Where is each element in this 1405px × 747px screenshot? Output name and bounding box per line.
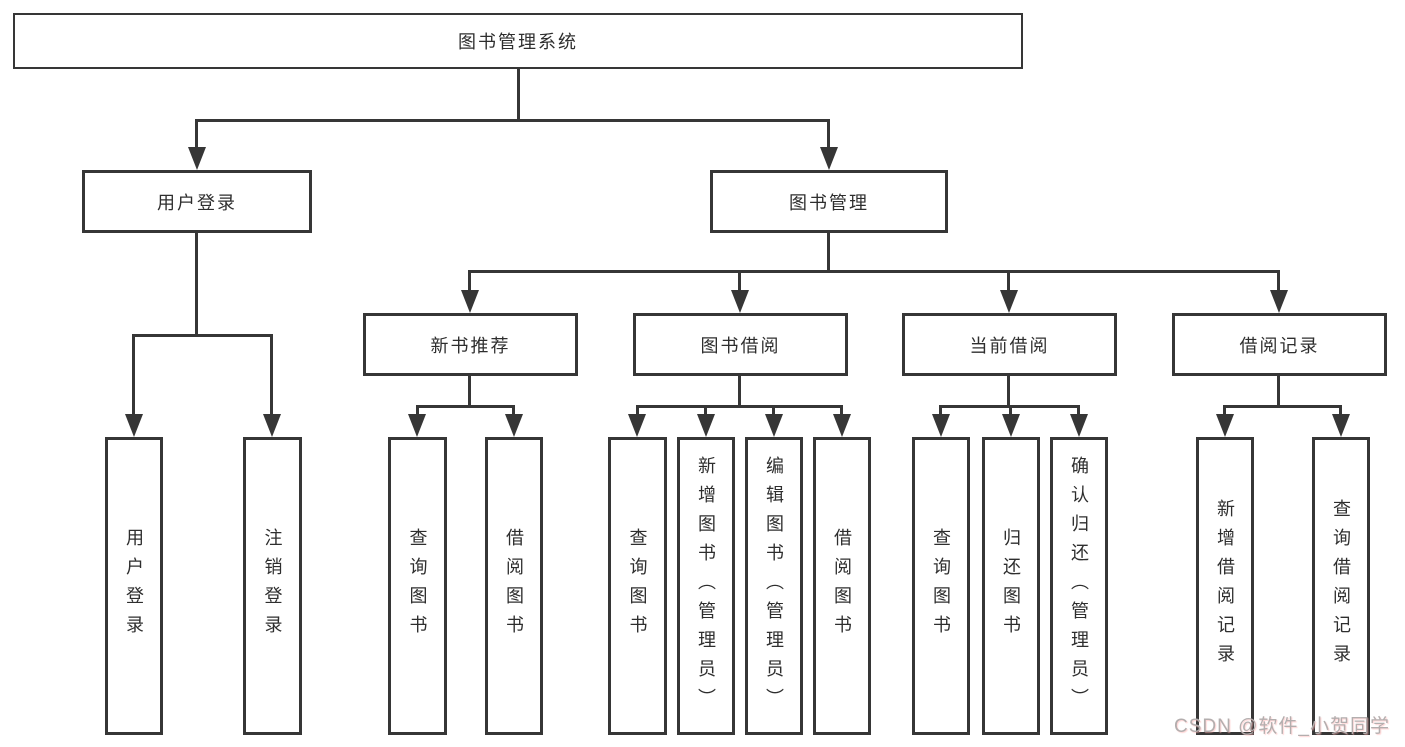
edge-leaf-drop — [704, 405, 707, 417]
edge-book-mgmt-drop — [827, 119, 830, 149]
node-borrow-records: 借阅记录 — [1172, 313, 1387, 376]
edge-newbook-subbranch — [416, 405, 515, 408]
edge-borrowrecord-stem — [1277, 376, 1280, 408]
edge-leaf-drop — [416, 405, 419, 417]
edge-leaf-drop — [772, 405, 775, 417]
leaf-query-borrow-record: 查询借阅记录 — [1312, 437, 1370, 735]
leaf-add-borrow-record: 新增借阅记录 — [1196, 437, 1254, 735]
node-root-system: 图书管理系统 — [13, 13, 1023, 69]
leaf-confirm-return-admin-label: 确认归还（管理员） — [1069, 455, 1089, 717]
edge-bookborrow-subbranch — [636, 405, 843, 408]
arrow-down — [461, 290, 479, 313]
arrow-down — [820, 147, 838, 170]
leaf-return-books-label: 归还图书 — [1001, 528, 1021, 644]
edge-user-login-drop — [195, 119, 198, 149]
leaf-confirm-return-admin: 确认归还（管理员） — [1050, 437, 1108, 735]
leaf-edit-books-admin-label: 编辑图书（管理员） — [764, 455, 784, 717]
leaf-add-borrow-record-label: 新增借阅记录 — [1215, 499, 1235, 673]
arrow-down — [1070, 414, 1088, 437]
node-borrow-records-label: 借阅记录 — [1239, 335, 1320, 356]
edge-user-login-subbranch — [132, 334, 273, 337]
arrow-down — [1270, 290, 1288, 313]
edge-currentborrow-stem — [1007, 376, 1010, 408]
leaf-borrow-books-label: 借阅图书 — [832, 528, 852, 644]
leaf-newbook-borrow-books-label: 借阅图书 — [504, 528, 524, 644]
edge-leaf-drop — [1077, 405, 1080, 417]
node-book-borrow: 图书借阅 — [633, 313, 848, 376]
node-new-book-recommend: 新书推荐 — [363, 313, 578, 376]
edge-root-stem — [517, 69, 520, 122]
arrow-down — [1216, 414, 1234, 437]
edge-level2-branch — [195, 119, 830, 122]
edge-book-mgmt-stem — [827, 233, 830, 273]
arrow-down — [628, 414, 646, 437]
csdn-watermark: CSDN @软件_小贺同学 — [1174, 716, 1390, 737]
edge-leaf-drop — [636, 405, 639, 417]
leaf-user-login-label: 用户登录 — [124, 528, 144, 644]
arrow-down — [833, 414, 851, 437]
leaf-borrow-query-books: 查询图书 — [608, 437, 667, 735]
node-new-book-recommend-label: 新书推荐 — [430, 335, 511, 356]
leaf-borrow-books: 借阅图书 — [813, 437, 871, 735]
leaf-user-login: 用户登录 — [105, 437, 163, 735]
edge-leaf-drop — [939, 405, 942, 417]
edge-borrowrecord-subbranch — [1223, 405, 1342, 408]
leaf-borrow-query-books-label: 查询图书 — [627, 528, 648, 644]
edge-leaf-drop — [1009, 405, 1012, 417]
edge-newbook-drop — [468, 270, 471, 294]
edge-bookborrow-drop — [738, 270, 741, 294]
leaf-return-books: 归还图书 — [982, 437, 1040, 735]
arrow-down — [1000, 290, 1018, 313]
edge-currentborrow-drop — [1007, 270, 1010, 294]
node-root-label: 图书管理系统 — [458, 32, 578, 52]
arrow-down — [1002, 414, 1020, 437]
leaf-newbook-borrow-books: 借阅图书 — [485, 437, 543, 735]
arrow-down — [505, 414, 523, 437]
arrow-down — [697, 414, 715, 437]
node-book-management: 图书管理 — [710, 170, 948, 233]
arrow-down — [263, 414, 281, 437]
edge-bookborrow-stem — [738, 376, 741, 408]
leaf-logout: 注销登录 — [243, 437, 302, 735]
leaf-query-borrow-record-label: 查询借阅记录 — [1331, 499, 1351, 673]
arrow-down — [188, 147, 206, 170]
leaf-newbook-query-books: 查询图书 — [388, 437, 447, 735]
node-user-login: 用户登录 — [82, 170, 312, 233]
arrow-down — [125, 414, 143, 437]
leaf-current-query-books: 查询图书 — [912, 437, 970, 735]
edge-leaf-drop — [840, 405, 843, 417]
edge-leaf-drop — [1339, 405, 1342, 417]
edge-leaf-logout-drop — [270, 334, 273, 416]
edge-level3-branch — [468, 270, 1280, 273]
edge-borrowrecord-drop — [1277, 270, 1280, 294]
leaf-add-books-admin: 新增图书（管理员） — [677, 437, 735, 735]
edge-user-login-stem — [195, 233, 198, 337]
edge-leaf-drop — [1223, 405, 1226, 417]
node-user-login-label: 用户登录 — [157, 192, 237, 213]
node-book-management-label: 图书管理 — [789, 192, 869, 213]
edge-leaf-drop — [512, 405, 515, 417]
leaf-edit-books-admin: 编辑图书（管理员） — [745, 437, 803, 735]
leaf-add-books-admin-label: 新增图书（管理员） — [696, 455, 716, 717]
node-book-borrow-label: 图书借阅 — [700, 335, 781, 356]
arrow-down — [932, 414, 950, 437]
leaf-current-query-books-label: 查询图书 — [931, 528, 951, 644]
arrow-down — [765, 414, 783, 437]
edge-leaf-user-login-drop — [132, 334, 135, 416]
node-current-borrow-label: 当前借阅 — [969, 335, 1050, 356]
edge-newbook-stem — [468, 376, 471, 408]
arrow-down — [408, 414, 426, 437]
arrow-down — [731, 290, 749, 313]
node-current-borrow: 当前借阅 — [902, 313, 1117, 376]
leaf-logout-label: 注销登录 — [262, 528, 283, 644]
leaf-newbook-query-books-label: 查询图书 — [407, 528, 428, 644]
arrow-down — [1332, 414, 1350, 437]
